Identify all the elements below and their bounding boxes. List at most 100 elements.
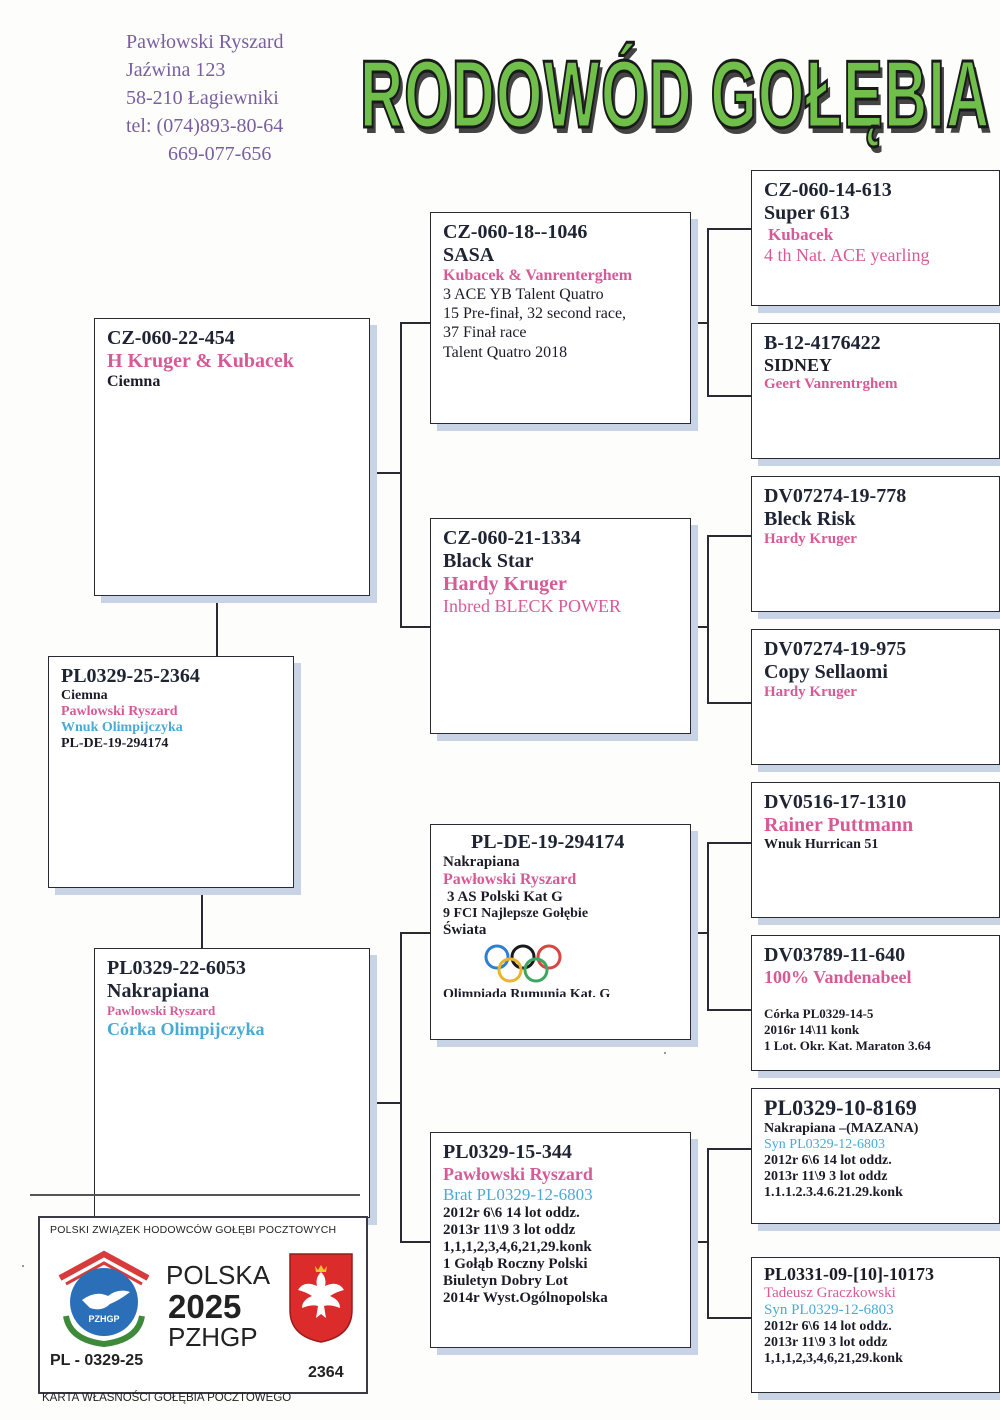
mother-name: Nakrapiana bbox=[107, 980, 210, 1002]
mm-card: PL0329-15-344 Pawłowski Ryszard Brat PL0… bbox=[430, 1132, 691, 1348]
mf-ring: PL-DE-19-294174 bbox=[471, 831, 625, 853]
fmm-ring: DV07274-19-975 bbox=[764, 638, 907, 660]
mfm-ring: DV03789-11-640 bbox=[764, 944, 906, 966]
mmm-note: Syn PL0329-12-6803 bbox=[764, 1302, 894, 1318]
ff-result: 37 Finał race bbox=[443, 324, 527, 342]
mff-ring: DV0516-17-1310 bbox=[764, 791, 907, 813]
mfm-result: Córka PL0329-14-5 bbox=[764, 1006, 874, 1021]
connector bbox=[369, 472, 401, 474]
mff-note: Wnuk Hurrican 51 bbox=[764, 837, 879, 852]
ff-result: Talent Quatro 2018 bbox=[443, 343, 568, 361]
badge-year: 2025 bbox=[168, 1288, 242, 1325]
badge-ring-prefix: PL - 0329-25 bbox=[50, 1352, 144, 1369]
mmf-card: PL0329-10-8169 Nakrapiana –(MAZANA) Syn … bbox=[751, 1088, 1000, 1224]
connector bbox=[400, 322, 402, 627]
mmf-result: 1.1.1.2.3.4.6.21.29.konk bbox=[764, 1185, 903, 1200]
fmm-name: Copy Sellaomi bbox=[764, 661, 888, 683]
mmm-result: 2012r 6\6 14 lot oddz. bbox=[764, 1319, 892, 1334]
mother-note: Córka Olimpijczyka bbox=[107, 1019, 265, 1039]
connector bbox=[707, 1009, 751, 1011]
fmf-ring: DV07274-19-778 bbox=[764, 485, 907, 507]
pigeon-parent-ref: PL-DE-19-294174 bbox=[61, 736, 169, 751]
mfm-card: DV03789-11-640 100% Vandenabeel Córka PL… bbox=[751, 935, 1000, 1071]
connector bbox=[690, 626, 708, 628]
connector bbox=[369, 1102, 401, 1104]
connector bbox=[400, 932, 402, 1242]
mother-ring: PL0329-22-6053 bbox=[107, 957, 246, 979]
connector bbox=[400, 1241, 430, 1243]
connector bbox=[690, 1241, 708, 1243]
connector bbox=[707, 1148, 709, 1318]
divider bbox=[30, 1194, 360, 1196]
connector bbox=[201, 887, 203, 949]
mm-result: Biuletyn Dobry Lot bbox=[443, 1273, 569, 1289]
ff-name: SASA bbox=[443, 244, 495, 266]
badge-card-title: KARTA WŁASNOŚCI GOŁĘBIA POCZTOWEGO bbox=[42, 1392, 292, 1404]
badge-org: POLSKI ZWIĄZEK HODOWCÓW GOŁĘBI POCZTOWYC… bbox=[50, 1224, 337, 1236]
mm-result: 1 Gołąb Roczny Polski bbox=[443, 1256, 588, 1272]
connector bbox=[400, 932, 430, 934]
connector bbox=[690, 322, 708, 324]
fm-breeder: Hardy Kruger bbox=[443, 573, 567, 595]
ffm-card: B-12-4176422 SIDNEY Geert Vanrentrghem bbox=[751, 323, 1000, 459]
owner-mobile: 669-077-656 bbox=[168, 143, 272, 165]
mother-card: PL0329-22-6053 Nakrapiana Pawlowski Rysz… bbox=[94, 948, 370, 1218]
mmf-result: 2013r 11\9 3 lot oddz bbox=[764, 1169, 888, 1184]
pigeon-ring: PL0329-25-2364 bbox=[61, 665, 200, 687]
ffm-name: SIDNEY bbox=[764, 355, 833, 375]
pigeon-card: PL0329-25-2364 Ciemna Pawlowski Ryszard … bbox=[48, 656, 294, 888]
fff-breeder: Kubacek bbox=[768, 225, 834, 244]
mf-breeder: Pawłowski Ryszard bbox=[443, 871, 577, 888]
mm-breeder: Pawłowski Ryszard bbox=[443, 1164, 593, 1184]
pigeon-note: Wnuk Olimpijczyka bbox=[61, 720, 183, 735]
mmf-ring: PL0329-10-8169 bbox=[764, 1095, 917, 1120]
connector bbox=[400, 626, 430, 628]
connector bbox=[707, 228, 709, 396]
connector bbox=[216, 594, 218, 657]
fmm-card: DV07274-19-975 Copy Sellaomi Hardy Kruge… bbox=[751, 629, 1000, 765]
pigeon-breeder: Pawlowski Ryszard bbox=[61, 704, 178, 719]
connector bbox=[707, 702, 751, 704]
mm-result: 2013r 11\9 3 lot oddz bbox=[443, 1222, 576, 1238]
ff-result: 3 ACE YB Talent Quatro bbox=[443, 286, 604, 303]
mm-result: 1,1,1,2,3,4,6,21,29.konk bbox=[443, 1239, 592, 1255]
father-ring: CZ-060-22-454 bbox=[107, 327, 235, 349]
mf-result: 3 AS Polski Kat G bbox=[447, 889, 563, 905]
logo-text: PZHGP bbox=[88, 1314, 119, 1324]
mmm-result: 2013r 11\9 3 lot oddz bbox=[764, 1335, 888, 1350]
mm-note: Brat PL0329-12-6803 bbox=[443, 1185, 593, 1204]
connector bbox=[707, 535, 709, 703]
badge-country: POLSKA bbox=[166, 1260, 271, 1290]
fff-name: Super 613 bbox=[764, 202, 850, 224]
fff-ring: CZ-060-14-613 bbox=[764, 179, 892, 201]
mm-ring: PL0329-15-344 bbox=[443, 1141, 572, 1163]
mfm-breeder: 100% Vandenabeel bbox=[764, 967, 912, 987]
ownership-card: POLSKI ZWIĄZEK HODOWCÓW GOŁĘBI POCZTOWYC… bbox=[38, 1216, 368, 1394]
mfm-result: 2016r 14\11 konk bbox=[764, 1022, 860, 1037]
mmf-result: 2012r 6\6 14 lot oddz. bbox=[764, 1153, 892, 1168]
scan-speck bbox=[22, 1265, 24, 1267]
mf-result: Świata bbox=[443, 922, 487, 938]
badge-assoc: PZHGP bbox=[168, 1322, 258, 1352]
connector bbox=[707, 1317, 751, 1319]
connector bbox=[707, 395, 751, 397]
olympic-rings-icon bbox=[484, 944, 562, 983]
mff-breeder: Rainer Puttmann bbox=[764, 814, 914, 836]
fmf-name: Bleck Risk bbox=[764, 508, 856, 530]
pzhgp-logo-icon: PZHGP bbox=[58, 1250, 150, 1348]
mmm-ring: PL0331-09-[10]-10173 bbox=[764, 1264, 934, 1284]
mf-result: 9 FCI Najlepsze Gołębie bbox=[443, 906, 589, 921]
connector bbox=[400, 322, 430, 324]
father-breeder: H Kruger & Kubacek bbox=[107, 350, 294, 372]
connector bbox=[707, 535, 751, 537]
fff-card: CZ-060-14-613 Super 613 Kubacek 4 th Nat… bbox=[751, 170, 1000, 306]
owner-street: Jaźwina 123 bbox=[126, 59, 226, 81]
connector bbox=[707, 228, 751, 230]
mmm-card: PL0331-09-[10]-10173 Tadeusz Graczkowski… bbox=[751, 1257, 1000, 1393]
fmf-card: DV07274-19-778 Bleck Risk Hardy Kruger bbox=[751, 476, 1000, 612]
fmm-breeder: Hardy Kruger bbox=[764, 684, 857, 700]
pigeon-name: Ciemna bbox=[61, 688, 108, 703]
father-name: Ciemna bbox=[107, 373, 161, 390]
mf-card: PL-DE-19-294174 Nakrapiana Pawłowski Rys… bbox=[430, 824, 691, 1040]
ff-card: CZ-060-18--1046 SASA Kubacek & Vanrenter… bbox=[430, 212, 691, 424]
